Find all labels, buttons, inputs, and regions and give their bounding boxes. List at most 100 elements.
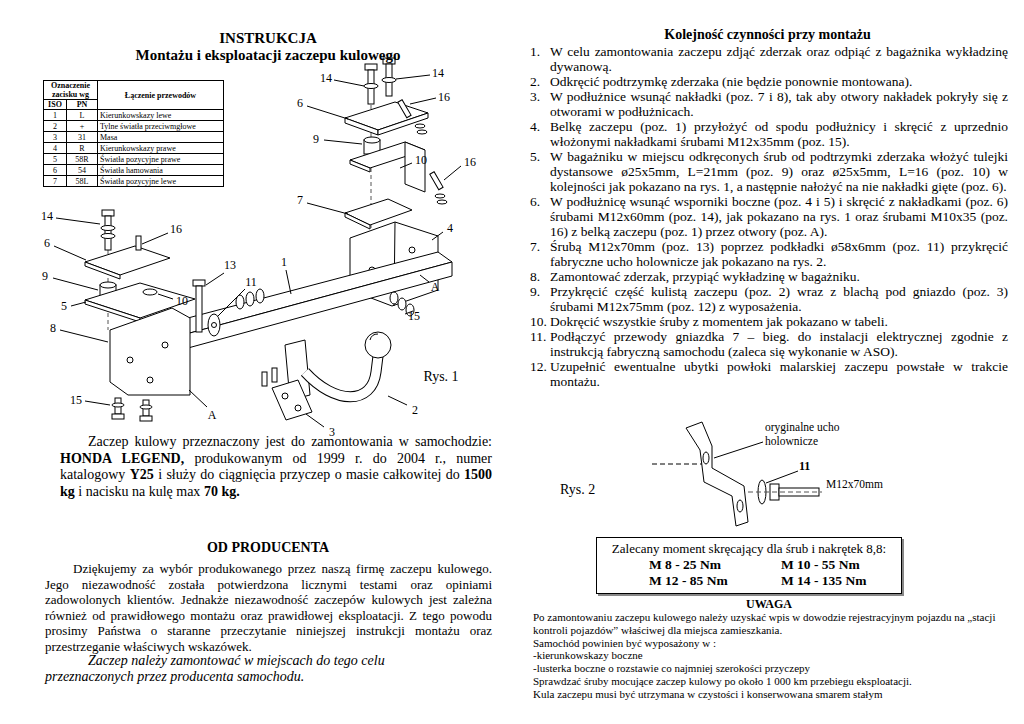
table-cell: ISO bbox=[44, 100, 67, 110]
table-cell-text: Kierunkowskazy lewe bbox=[100, 111, 221, 120]
note-text: Samochód powinien być wyposażony w : bbox=[533, 637, 1007, 650]
callout-number: 11 bbox=[799, 459, 810, 474]
callout-number: 9 bbox=[42, 269, 48, 284]
note-text: -lusterka boczne o rozstawie co najmniej… bbox=[533, 662, 1007, 675]
step-row: 11.Podłączyć przewody gniazdka 7 – bieg.… bbox=[530, 329, 1008, 359]
note-text: -kierunkowskazy boczne bbox=[533, 649, 1007, 662]
callout-number: 14 bbox=[432, 66, 444, 81]
table-cell-text: 5 bbox=[46, 155, 64, 164]
table-cell: Światła pozycyjne lewe bbox=[98, 176, 224, 187]
table-body: Oznaczenie zacisku wgŁączenie przewodówI… bbox=[44, 81, 224, 187]
notes: Po zamontowaniu zaczepu kulowego należy … bbox=[533, 611, 1007, 701]
table-cell: 58L bbox=[67, 176, 98, 187]
step-number: 6. bbox=[530, 194, 550, 239]
subtitle: Montażu i eksploatacji zaczepu kulowego bbox=[30, 47, 506, 64]
intro-text: Zaczep kulowy przeznaczony jest do zamon… bbox=[88, 434, 492, 449]
table-header: Łączenie przewodów bbox=[100, 91, 221, 100]
step-text: Zamontować zderzak, przypiąć wykładzinę … bbox=[550, 269, 1008, 284]
callout-number: A bbox=[208, 408, 217, 423]
step-text: Odkręcić podtrzymkę zderzaka (nie będzie… bbox=[550, 74, 1008, 89]
table-cell-text: Światła pozycyjne lewe bbox=[100, 177, 221, 186]
table-cell-text: 58R bbox=[69, 155, 95, 164]
torque-value: M 10 - 55 Nm bbox=[781, 557, 901, 573]
section-heading: Kolejność czynności przy montażu bbox=[525, 27, 1010, 43]
step-number: 5. bbox=[530, 149, 550, 194]
table-cell-text: Światła pozycyjne prawe bbox=[100, 155, 221, 164]
table-cell-text: 2 bbox=[46, 122, 64, 131]
table-cell-text: 1 bbox=[46, 111, 64, 120]
table-cell: Masa bbox=[98, 132, 224, 143]
step-number: 1. bbox=[530, 44, 550, 74]
intro-text: Y25 bbox=[130, 467, 154, 482]
note-text: Po zamontowaniu zaczepu kulowego należy … bbox=[533, 611, 1007, 637]
torque-heading: Zalecany moment skręcający dla śrub i na… bbox=[603, 541, 895, 557]
step-row: 10.Dokręcić wszystkie śruby z momentem j… bbox=[530, 314, 1008, 329]
callout-number: A bbox=[431, 280, 440, 295]
step-text: W celu zamontowania zaczepu zdjąć zderza… bbox=[550, 44, 1008, 74]
title: INSTRUKCJA bbox=[30, 30, 506, 47]
step-text: Podłączyć przewody gniazdka 7 – bieg. do… bbox=[550, 329, 1008, 359]
callout-number: 6 bbox=[44, 236, 50, 251]
figure-caption: Rys. 1 bbox=[423, 369, 458, 385]
table-cell: 7 bbox=[44, 176, 67, 187]
step-number: 8. bbox=[530, 269, 550, 284]
intro-text: i nacisku na kulę max bbox=[78, 484, 200, 499]
table-cell: 6 bbox=[44, 165, 67, 176]
table-cell-text: 58L bbox=[69, 177, 95, 186]
table-cell-text: 3 bbox=[46, 133, 64, 142]
step-number: 9. bbox=[530, 284, 550, 314]
step-number: 10. bbox=[530, 314, 550, 329]
table-cell: 1 bbox=[44, 110, 67, 121]
italic-note: Zaczep należy zamontować w miejscach do … bbox=[45, 653, 475, 685]
table-cell-text: + bbox=[69, 122, 95, 131]
table-cell-text: 7 bbox=[46, 177, 64, 186]
step-row: 1.W celu zamontowania zaczepu zdjąć zder… bbox=[530, 44, 1008, 74]
intro-text: HONDA LEGEND, bbox=[60, 451, 184, 466]
step-number: 11. bbox=[530, 329, 550, 359]
table-cell: 54 bbox=[67, 165, 98, 176]
callout-number: 9 bbox=[313, 132, 319, 147]
intro-text: 70 kg. bbox=[204, 484, 240, 499]
step-number: 7. bbox=[530, 239, 550, 269]
step-text: W bagażniku w miejscu odkręconych śrub o… bbox=[550, 149, 1008, 194]
step-row: 7.Śrubą M12x70mm (poz. 13) poprzez podkł… bbox=[530, 239, 1008, 269]
callout-number: 2 bbox=[412, 403, 418, 418]
table-cell: 31 bbox=[67, 132, 98, 143]
table-row: 7 58L Światła pozycyjne lewe bbox=[44, 176, 224, 187]
callout-number: 16 bbox=[438, 90, 450, 105]
table-cell-text: L bbox=[69, 111, 95, 120]
intro-paragraph: Zaczep kulowy przeznaczony jest do zamon… bbox=[60, 434, 492, 500]
callout-number: 4 bbox=[447, 221, 453, 236]
step-number: 12. bbox=[530, 359, 550, 389]
table-row: 4RKierunkowskazy prawe bbox=[44, 143, 224, 154]
callout-number: 14 bbox=[41, 209, 53, 224]
note-text: Kula zaczepu musi być utrzymana w czysto… bbox=[533, 688, 1007, 701]
table-cell-text: 54 bbox=[69, 166, 95, 175]
table-row: 1L Kierunkowskazy lewe bbox=[44, 110, 224, 121]
table-cell: 5 bbox=[44, 154, 67, 165]
callout-number: 8 bbox=[50, 321, 56, 336]
table-row: 654Światła hamowania bbox=[44, 165, 224, 176]
table-cell: Tylne światła przeciwmgłowe bbox=[98, 121, 224, 132]
table-cell: 4 bbox=[44, 143, 67, 154]
table-cell: Kierunkowskazy lewe bbox=[98, 110, 224, 121]
callout-number: 15 bbox=[408, 309, 420, 324]
table-cell: 2 bbox=[44, 121, 67, 132]
table-row: Oznaczenie zacisku wgŁączenie przewodów bbox=[44, 81, 224, 100]
table-header: ISO bbox=[46, 100, 64, 109]
table-cell-text: 6 bbox=[46, 166, 64, 175]
table-cell-text: Tylne światła przeciwmgłowe bbox=[100, 122, 221, 131]
steps-list: 1.W celu zamontowania zaczepu zdjąć zder… bbox=[530, 44, 1008, 389]
torque-value: M 12 - 85 Nm bbox=[649, 573, 781, 589]
callout-number: 16 bbox=[464, 155, 476, 170]
table-row: 331Masa bbox=[44, 132, 224, 143]
callout-number: 15 bbox=[70, 393, 82, 408]
table-cell: L bbox=[67, 110, 98, 121]
torque-box: Zalecany moment skręcający dla śrub i na… bbox=[596, 537, 902, 594]
figure-caption: Rys. 2 bbox=[560, 482, 595, 498]
table-cell: + bbox=[67, 121, 98, 132]
step-text: W podłużnicę wsunąć wsporniki boczne (po… bbox=[550, 194, 1008, 239]
torque-value: M 14 - 135 Nm bbox=[781, 573, 901, 589]
table-cell-text: Masa bbox=[100, 133, 221, 142]
